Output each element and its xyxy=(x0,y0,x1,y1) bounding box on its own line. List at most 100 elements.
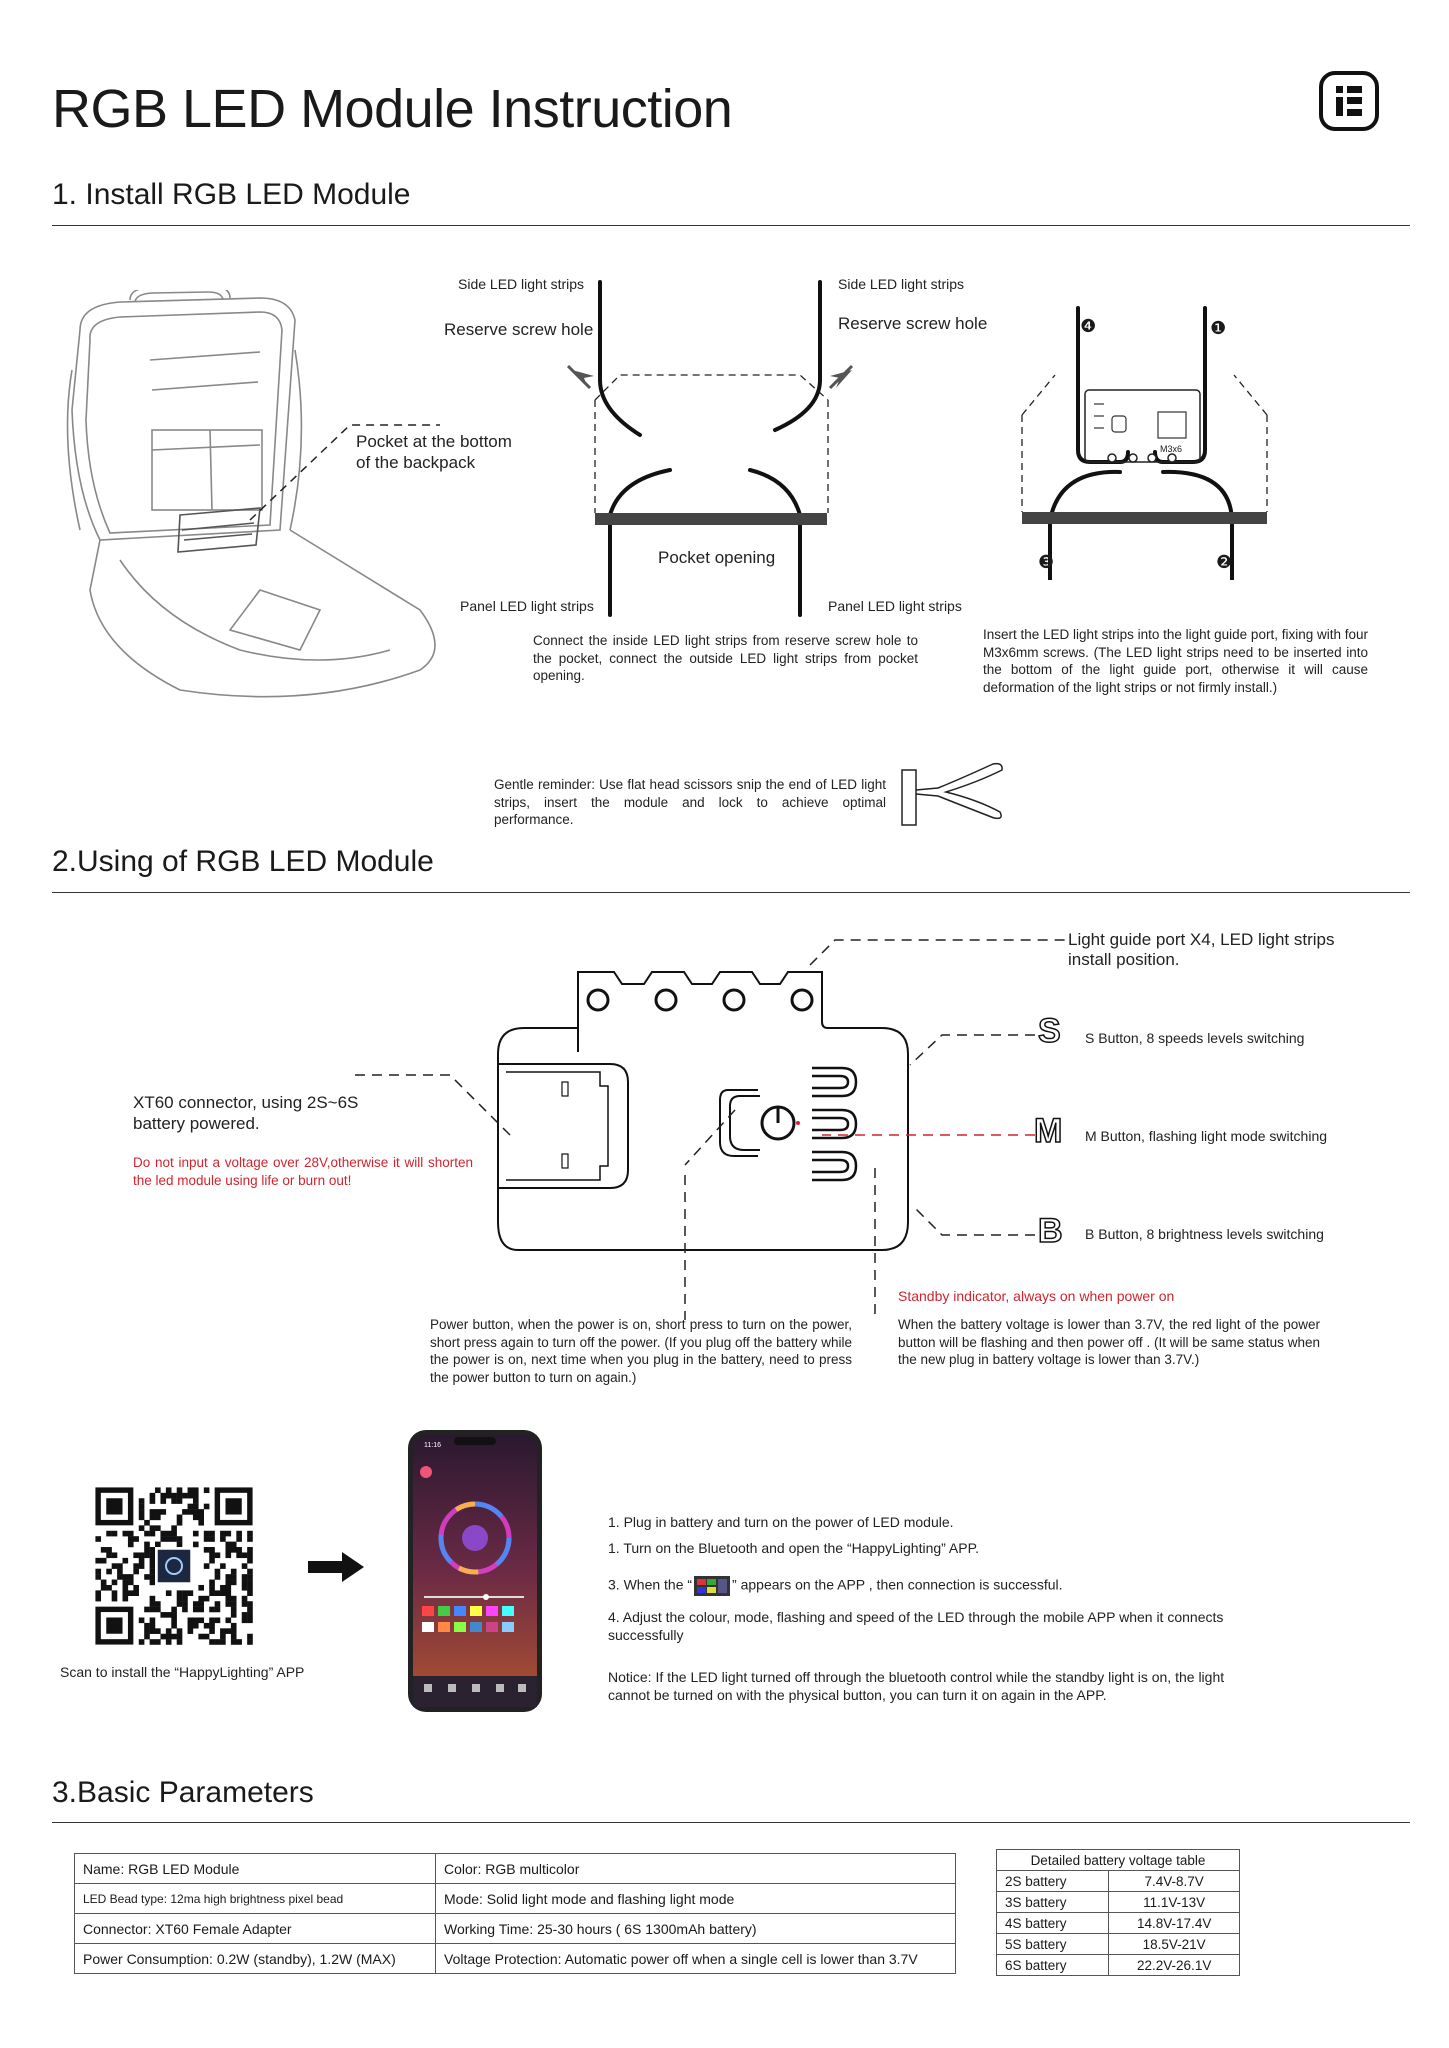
qr-module xyxy=(144,1541,150,1548)
qr-module xyxy=(192,1622,199,1629)
qr-module xyxy=(149,1568,156,1575)
qr-module xyxy=(247,1568,253,1575)
voltage-warning: Do not input a voltage over 28V,otherwis… xyxy=(133,1155,473,1188)
qr-module xyxy=(220,1563,226,1569)
qr-module xyxy=(138,1557,145,1564)
qr-module xyxy=(230,1595,237,1602)
right-arrow-icon xyxy=(306,1550,366,1584)
m-button-label: M Button, flashing light mode switching xyxy=(1085,1128,1328,1144)
qr-module xyxy=(198,1606,205,1613)
qr-module xyxy=(157,1549,191,1583)
param-cell: Name: RGB LED Module xyxy=(74,1853,436,1884)
qr-module xyxy=(241,1574,248,1580)
qr-module xyxy=(122,1557,129,1564)
qr-module xyxy=(225,1584,232,1591)
qr-module xyxy=(198,1509,205,1515)
qr-module xyxy=(171,1612,177,1618)
voltage-range-cell: 7.4V-8.7V xyxy=(1108,1870,1240,1892)
qr-module xyxy=(165,1612,172,1618)
module-screw-mark: M3x6 xyxy=(1160,444,1183,454)
qr-module xyxy=(236,1530,242,1537)
qr-module xyxy=(203,1622,210,1629)
qr-module xyxy=(247,1606,253,1613)
qr-module xyxy=(225,1601,232,1607)
qr-module xyxy=(144,1574,150,1580)
qr-module xyxy=(149,1525,156,1531)
qr-module xyxy=(225,1617,232,1624)
qr-module xyxy=(144,1530,150,1537)
qr-module xyxy=(209,1584,215,1591)
qr-module xyxy=(144,1622,150,1629)
qr-module xyxy=(149,1552,156,1559)
qr-module xyxy=(192,1530,199,1537)
qr-module xyxy=(160,1633,167,1640)
qr-module xyxy=(176,1633,183,1640)
qr-module xyxy=(133,1584,139,1591)
qr-module xyxy=(225,1498,242,1515)
side-strip-right-label: Side LED light strips xyxy=(838,276,965,292)
xt60-label: XT60 connector, using 2S~6S battery powe… xyxy=(133,1093,359,1133)
qr-module xyxy=(111,1590,118,1597)
m-button-letter: M xyxy=(1033,1111,1063,1151)
qr-module xyxy=(95,1595,102,1602)
qr-module xyxy=(214,1590,221,1597)
battery-type-cell: 3S battery xyxy=(995,1891,1110,1913)
side-strip-left-label: Side LED light strips xyxy=(458,276,585,292)
qr-module xyxy=(182,1601,188,1607)
battery-type-cell: 5S battery xyxy=(995,1933,1110,1955)
qr-module xyxy=(138,1639,145,1645)
qr-module xyxy=(225,1547,232,1553)
qr-module xyxy=(247,1617,253,1624)
qr-module xyxy=(176,1536,183,1542)
qr-module xyxy=(171,1606,177,1613)
qr-module xyxy=(230,1568,237,1575)
scissors-icon xyxy=(898,760,1008,830)
voltage-table-title: Detailed battery voltage table xyxy=(996,1849,1240,1871)
qr-module xyxy=(111,1579,118,1586)
battery-type-cell: 4S battery xyxy=(995,1912,1110,1934)
qr-module xyxy=(192,1617,199,1624)
qr-module xyxy=(127,1530,134,1537)
qr-module xyxy=(182,1590,188,1597)
qr-module xyxy=(230,1639,237,1645)
qr-module xyxy=(225,1595,232,1602)
qr-module xyxy=(230,1606,237,1613)
qr-module xyxy=(214,1606,221,1613)
pocket-pointer xyxy=(240,420,440,540)
qr-module xyxy=(176,1628,183,1634)
qr-module xyxy=(122,1590,129,1597)
qr-module xyxy=(155,1628,161,1634)
qr-module xyxy=(176,1514,183,1521)
qr-module xyxy=(144,1628,150,1634)
qr-module xyxy=(198,1633,205,1640)
qr-module xyxy=(165,1639,172,1645)
qr-module xyxy=(203,1503,210,1510)
qr-module xyxy=(192,1503,199,1510)
qr-module xyxy=(241,1601,248,1607)
qr-module xyxy=(203,1547,210,1553)
step-number-4: ❹ xyxy=(1080,316,1097,336)
qr-module xyxy=(236,1639,242,1645)
qr-module xyxy=(171,1633,177,1640)
qr-module xyxy=(122,1584,129,1591)
qr-module xyxy=(171,1498,177,1504)
step-1-text: 1. Plug in battery and turn on the power… xyxy=(608,1514,954,1530)
s-button-label: S Button, 8 speeds levels switching xyxy=(1085,1030,1305,1046)
qr-module xyxy=(187,1492,194,1499)
page-title: RGB LED Module Instruction xyxy=(52,79,733,139)
qr-module xyxy=(214,1552,221,1559)
qr-module xyxy=(138,1552,145,1559)
qr-module xyxy=(160,1498,167,1504)
qr-module xyxy=(138,1503,145,1510)
qr-module xyxy=(122,1574,129,1580)
qr-module xyxy=(209,1579,215,1586)
voltage-range-cell: 11.1V-13V xyxy=(1108,1891,1240,1913)
qr-module xyxy=(171,1622,177,1629)
qr-module xyxy=(220,1633,226,1640)
qr-module xyxy=(149,1617,156,1624)
qr-module xyxy=(106,1584,112,1591)
qr-module xyxy=(187,1509,194,1515)
qr-module xyxy=(165,1487,172,1494)
step-number-2: ❷ xyxy=(1216,552,1233,572)
qr-module xyxy=(176,1498,183,1504)
